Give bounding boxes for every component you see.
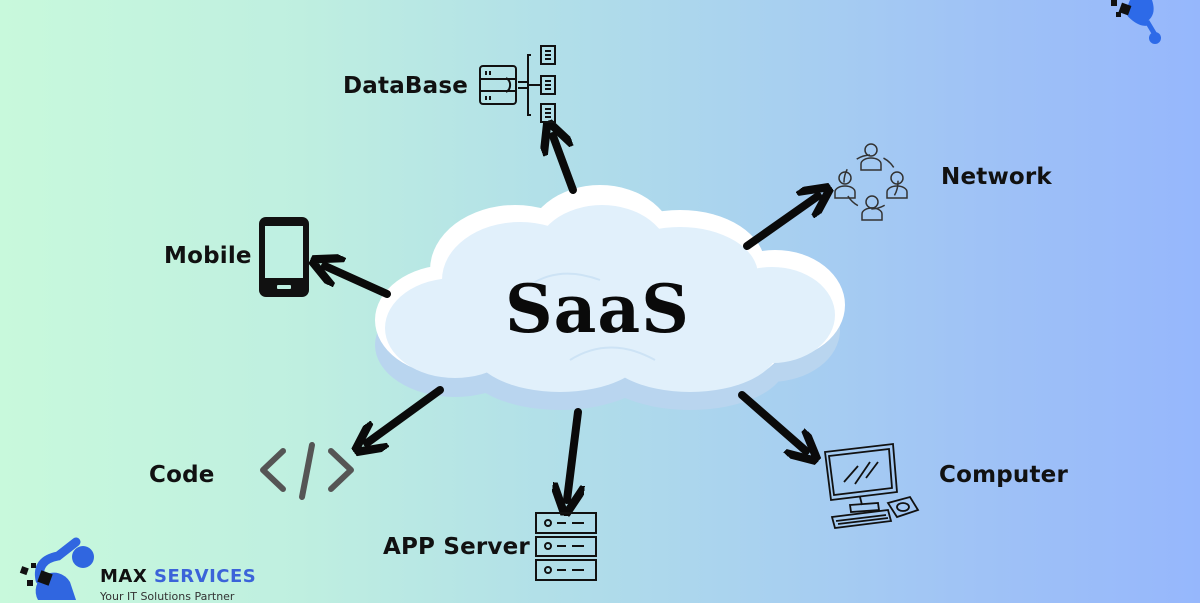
node-label-network: Network [941, 164, 1052, 190]
arrow-to-code [367, 386, 444, 443]
arrow-to-mobile [325, 266, 391, 298]
arrow-to-database [553, 136, 577, 194]
node-label-database: DataBase [343, 73, 469, 99]
brand-tagline: Your IT Solutions Partner [100, 590, 235, 603]
node-label-code: Code [149, 462, 215, 488]
arrow-to-computer [738, 391, 806, 451]
cloud-icon [375, 185, 845, 410]
brand-name-part1: MAX [100, 566, 148, 587]
node-label-mobile: Mobile [164, 243, 252, 269]
arrow-to-app-server [567, 408, 578, 500]
brand-logo-icon [19, 537, 94, 600]
corner-logo-icon [1111, 0, 1161, 44]
brand-name-part2: SERVICES [154, 566, 257, 587]
mobile-phone-icon [259, 217, 309, 297]
computer-icon [823, 442, 920, 529]
node-label-app-server: APP Server [383, 534, 530, 560]
server-icon [535, 512, 597, 581]
center-title: SaaS [505, 270, 690, 348]
arrow-to-network [743, 196, 818, 250]
brand-name: MAX SERVICES [100, 566, 256, 587]
network-icon [834, 143, 908, 221]
database-icon [479, 45, 556, 123]
node-label-computer: Computer [939, 462, 1069, 488]
code-icon [260, 442, 354, 500]
